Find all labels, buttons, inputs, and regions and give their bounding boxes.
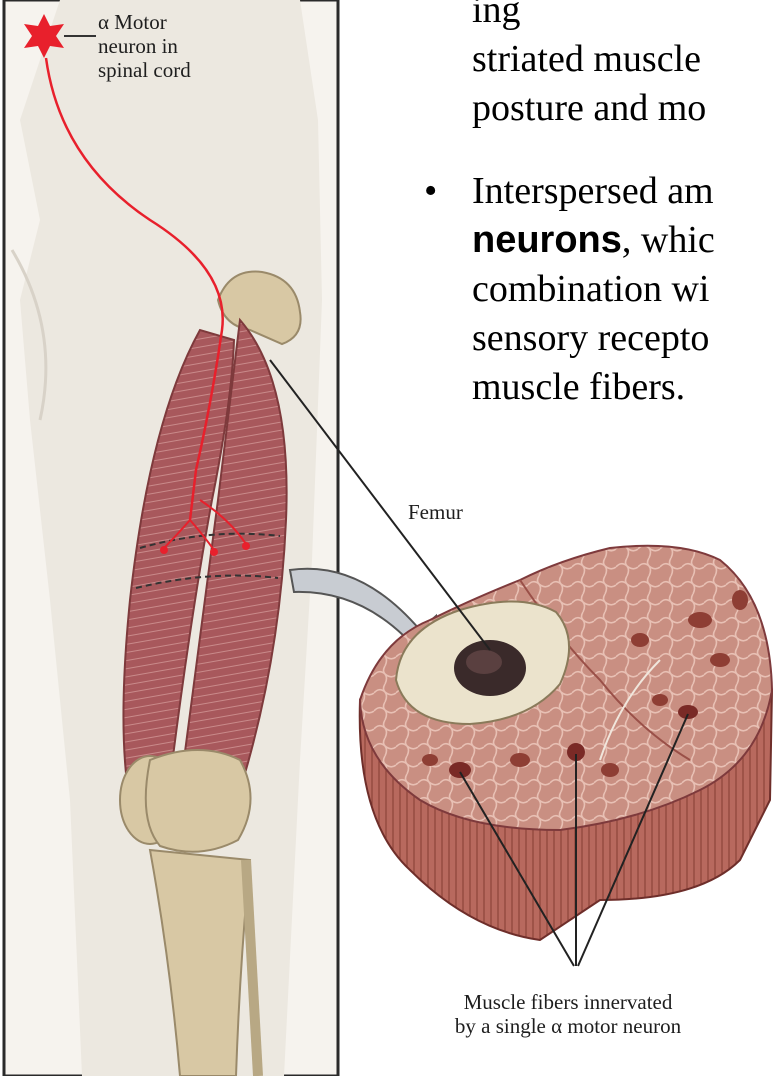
femur-label: Femur <box>408 500 463 524</box>
bullet-line: neurons, whic <box>472 216 782 265</box>
muscle-fiber-spot <box>652 694 668 706</box>
muscle-fiber-spot <box>710 653 730 667</box>
nerve-terminal <box>160 546 168 554</box>
bullet-line: ing <box>472 0 782 35</box>
bullet-line: combination wi <box>472 265 782 314</box>
fibers-label: Muscle fibers innervated by a single α m… <box>368 990 768 1038</box>
bullet-line: • Interspersed am <box>472 167 782 216</box>
muscle-fiber-spot <box>688 612 712 628</box>
bullet-line: muscle fibers. <box>472 363 782 412</box>
nerve-terminal <box>210 548 218 556</box>
bullet-text-block: ing striated muscle posture and mo • Int… <box>472 0 782 412</box>
innervated-fiber <box>449 762 471 778</box>
muscle-fiber-spot <box>601 763 619 777</box>
knee-joint <box>146 750 251 852</box>
muscle-fiber-spot <box>422 754 438 766</box>
nerve-terminal <box>242 542 250 550</box>
motor-neuron-label: α Motor neuron in spinal cord <box>98 10 268 82</box>
innervated-fiber <box>678 705 698 719</box>
bullet-line: striated muscle <box>472 35 782 84</box>
bullet-line: posture and mo <box>472 84 782 133</box>
bullet-line: sensory recepto <box>472 314 782 363</box>
muscle-fiber-spot <box>732 590 748 610</box>
muscle-fiber-spot <box>631 633 649 647</box>
muscle-fiber-spot <box>510 753 530 767</box>
bullet-dot: • <box>424 167 437 216</box>
